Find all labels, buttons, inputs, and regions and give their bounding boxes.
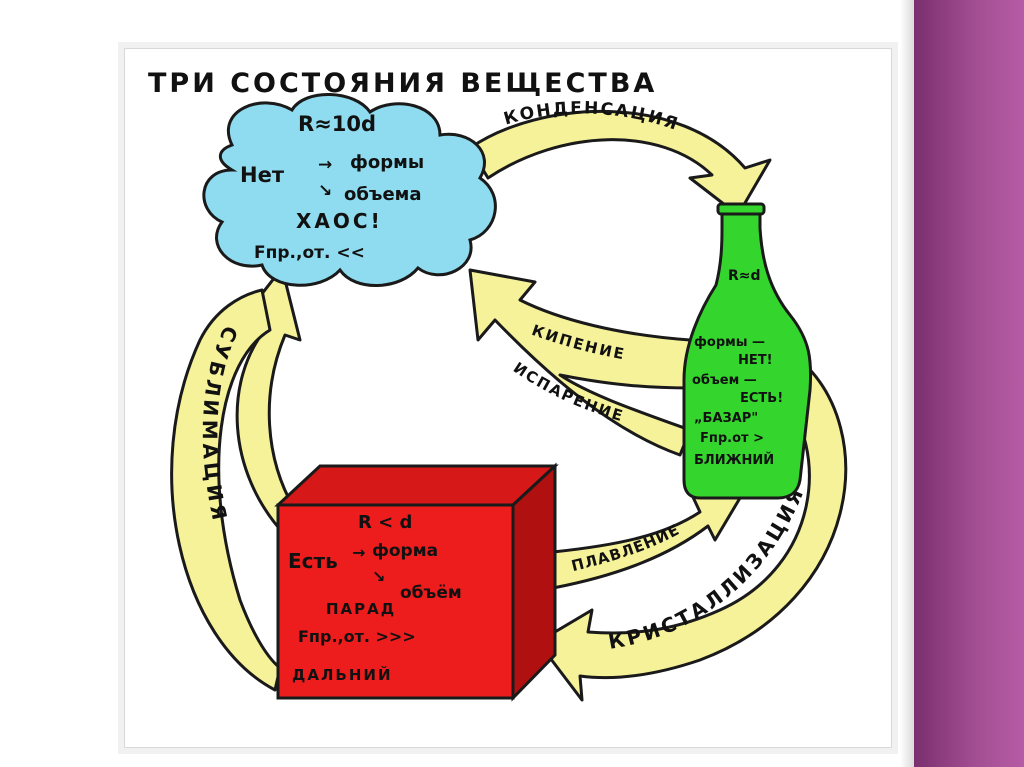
condensation-arrow: КОНДЕНСАЦИЯ	[468, 98, 772, 217]
gas-chaos: ХАОС!	[296, 209, 383, 233]
solid-line1-left: Есть	[288, 549, 338, 573]
solid-line4: Fпр.,от. >>>	[298, 627, 416, 646]
liquid-line3: объем —	[692, 373, 757, 388]
gas-radius: R≈10d	[298, 112, 376, 136]
cube-top	[274, 464, 559, 507]
liquid-line4: ЕСТЬ!	[740, 391, 783, 406]
liquid-bottle: R≈d формы — НЕТ! объем — ЕСТЬ! „БАЗАР" F…	[682, 202, 813, 500]
arrow-right-icon: →	[352, 543, 365, 562]
cube-side	[511, 462, 557, 702]
melting-arrow: ПЛАВЛЕНИЕ	[551, 493, 742, 590]
melting-arrow-shape	[551, 493, 742, 590]
arrow-down-right-icon: ↘	[372, 567, 385, 586]
boiling-evaporation-arrow-shape	[468, 268, 692, 457]
arrow-down-icon: ↘	[318, 181, 332, 201]
solid-line5: ДАЛЬНИЙ	[292, 665, 393, 684]
presentation-side-panel	[914, 0, 1024, 767]
solid-radius: R < d	[358, 512, 412, 533]
cube-front	[276, 503, 515, 700]
cloud-shape	[202, 93, 497, 287]
liquid-line1: формы —	[694, 335, 765, 350]
gas-line1-right: формы	[350, 152, 424, 173]
gas-cloud: R≈10d Нет → ↘ формы объема ХАОС! Fпр.,от…	[202, 93, 497, 287]
liquid-line6: Fпр.от >	[700, 431, 764, 446]
gas-line2-right: объема	[344, 184, 422, 205]
slide-edge-shadow	[900, 0, 914, 767]
gas-line1-left: Нет	[240, 163, 285, 187]
gas-force: Fпр.,от. <<	[254, 243, 365, 263]
solid-line3: ПАРАД	[326, 600, 396, 618]
liquid-radius: R≈d	[728, 268, 761, 284]
boiling-evaporation-arrow: КИПЕНИЕ ИСПАРЕНИЕ	[468, 268, 692, 457]
solid-line2-right: объём	[400, 583, 462, 603]
liquid-line5: „БАЗАР"	[694, 411, 758, 426]
page-title: ТРИ СОСТОЯНИЯ ВЕЩЕСТВА	[148, 68, 657, 99]
solid-cube: R < d Есть → ↘ форма объём ПАРАД Fпр.,от…	[274, 462, 559, 702]
arrow-up-icon: →	[318, 155, 332, 175]
bottle-shape	[682, 208, 813, 500]
solid-line1-right: форма	[372, 541, 438, 561]
crystallization-arrow-shape	[536, 358, 848, 702]
bottle-neck-rim	[716, 202, 766, 216]
sublimation-arrow-outer	[170, 288, 282, 692]
condensation-arrow-shape	[468, 109, 772, 217]
liquid-line7: БЛИЖНИЙ	[694, 452, 774, 468]
liquid-line2: НЕТ!	[738, 353, 773, 368]
